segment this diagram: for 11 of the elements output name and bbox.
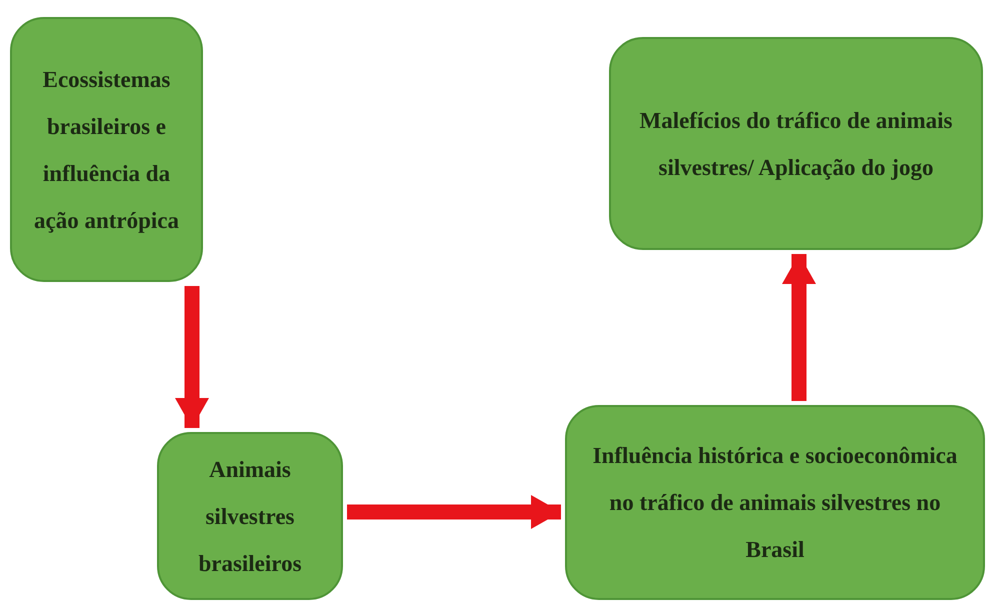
- arrow: [175, 286, 209, 428]
- process-box: [609, 37, 983, 250]
- box-text: Malefícios do tráfico de animais silvestres/ Aplicação do jogo: [638, 106, 954, 182]
- box-text: Ecossistemas brasileiros e influência da ação antrópica: [32, 66, 180, 235]
- arrow: [347, 495, 561, 529]
- process-box: [10, 17, 203, 282]
- box-text: Animais silvestres brasileiros: [197, 456, 303, 578]
- box-text: Influência histórica e socioeconômica no tráfico de animais silvestres no Brasil: [592, 442, 958, 564]
- arrow: [782, 254, 816, 401]
- process-box: [157, 432, 343, 600]
- process-box: [565, 405, 985, 600]
